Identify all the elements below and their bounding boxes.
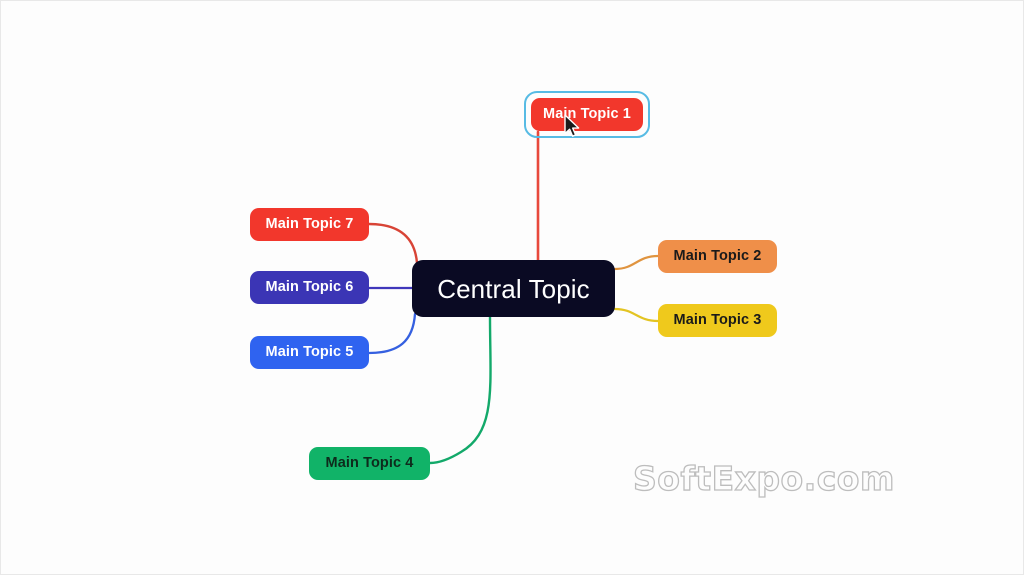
node-main-topic-3-label: Main Topic 3 — [673, 312, 762, 329]
node-main-topic-1[interactable]: Main Topic 1 — [531, 98, 643, 131]
connector-topic-2 — [613, 254, 660, 271]
node-main-topic-2[interactable]: Main Topic 2 — [658, 240, 777, 273]
node-main-topic-6-label: Main Topic 6 — [265, 279, 354, 296]
node-main-topic-5-label: Main Topic 5 — [265, 344, 354, 361]
node-main-topic-1-label: Main Topic 1 — [543, 106, 631, 123]
node-central-topic[interactable]: Central Topic — [412, 260, 615, 317]
connector-topic-3 — [613, 307, 660, 323]
watermark-softexpo: SoftExpo.com — [632, 458, 895, 498]
selection-ring-topic-1 — [524, 91, 650, 138]
node-main-topic-7-label: Main Topic 7 — [265, 216, 354, 233]
connector-topic-5 — [367, 312, 417, 355]
node-main-topic-4[interactable]: Main Topic 4 — [309, 447, 430, 480]
node-main-topic-6[interactable]: Main Topic 6 — [250, 271, 369, 304]
connector-topic-4 — [428, 315, 492, 465]
connector-topic-7 — [367, 222, 419, 265]
node-main-topic-5[interactable]: Main Topic 5 — [250, 336, 369, 369]
node-main-topic-7[interactable]: Main Topic 7 — [250, 208, 369, 241]
node-main-topic-2-label: Main Topic 2 — [673, 248, 762, 265]
node-main-topic-3[interactable]: Main Topic 3 — [658, 304, 777, 337]
node-main-topic-4-label: Main Topic 4 — [325, 455, 414, 472]
node-central-topic-label: Central Topic — [437, 273, 590, 304]
